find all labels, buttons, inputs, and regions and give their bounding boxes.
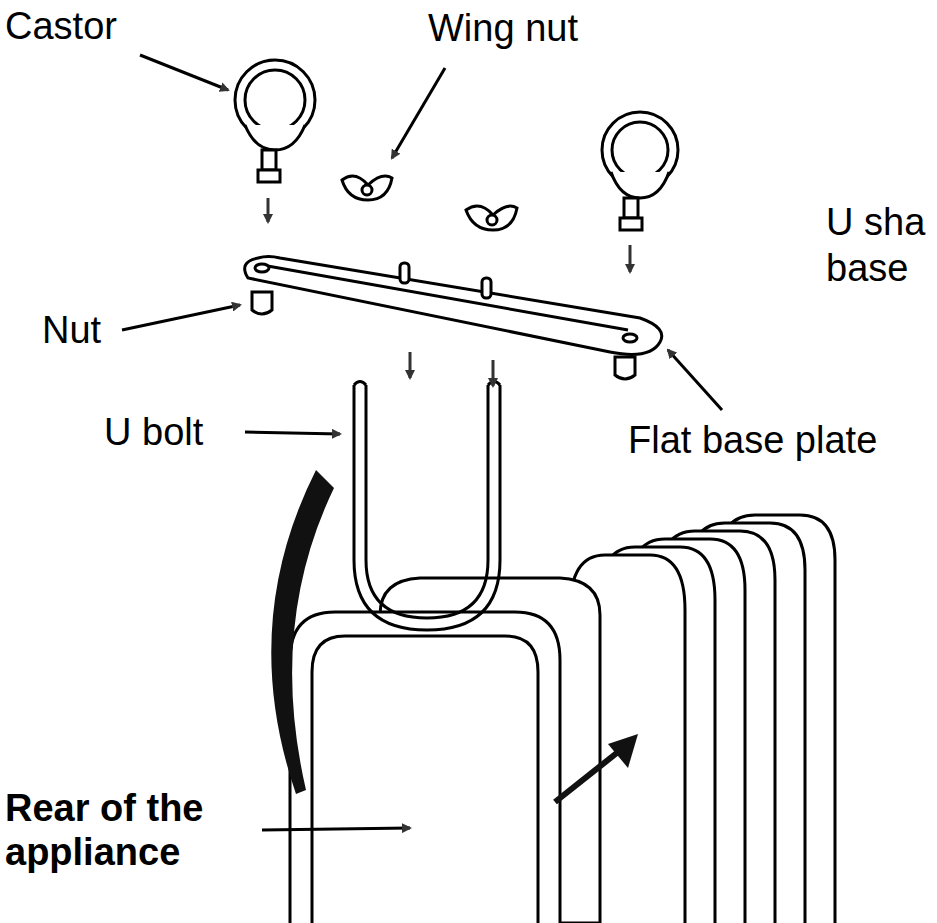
part-label: Flat base plate xyxy=(628,418,877,462)
assembly-arrow xyxy=(268,198,630,386)
nut xyxy=(252,292,635,379)
u-bolt xyxy=(354,382,500,631)
wing-nut xyxy=(342,176,517,230)
part-label: Rear of the appliance xyxy=(5,786,255,874)
turn-arrow xyxy=(555,752,618,802)
turn-arrow xyxy=(271,470,334,794)
flat-base-plate xyxy=(245,257,662,355)
part-label: base xyxy=(826,246,908,290)
castor xyxy=(235,60,678,230)
part-label: U bolt xyxy=(104,410,203,454)
part-label: Wing nut xyxy=(428,6,578,50)
radiator-front-panel xyxy=(290,612,560,923)
turn-arrow xyxy=(608,734,638,768)
part-label: Nut xyxy=(42,308,101,352)
part-label: U sha xyxy=(826,200,925,244)
part-label: Castor xyxy=(5,4,117,48)
